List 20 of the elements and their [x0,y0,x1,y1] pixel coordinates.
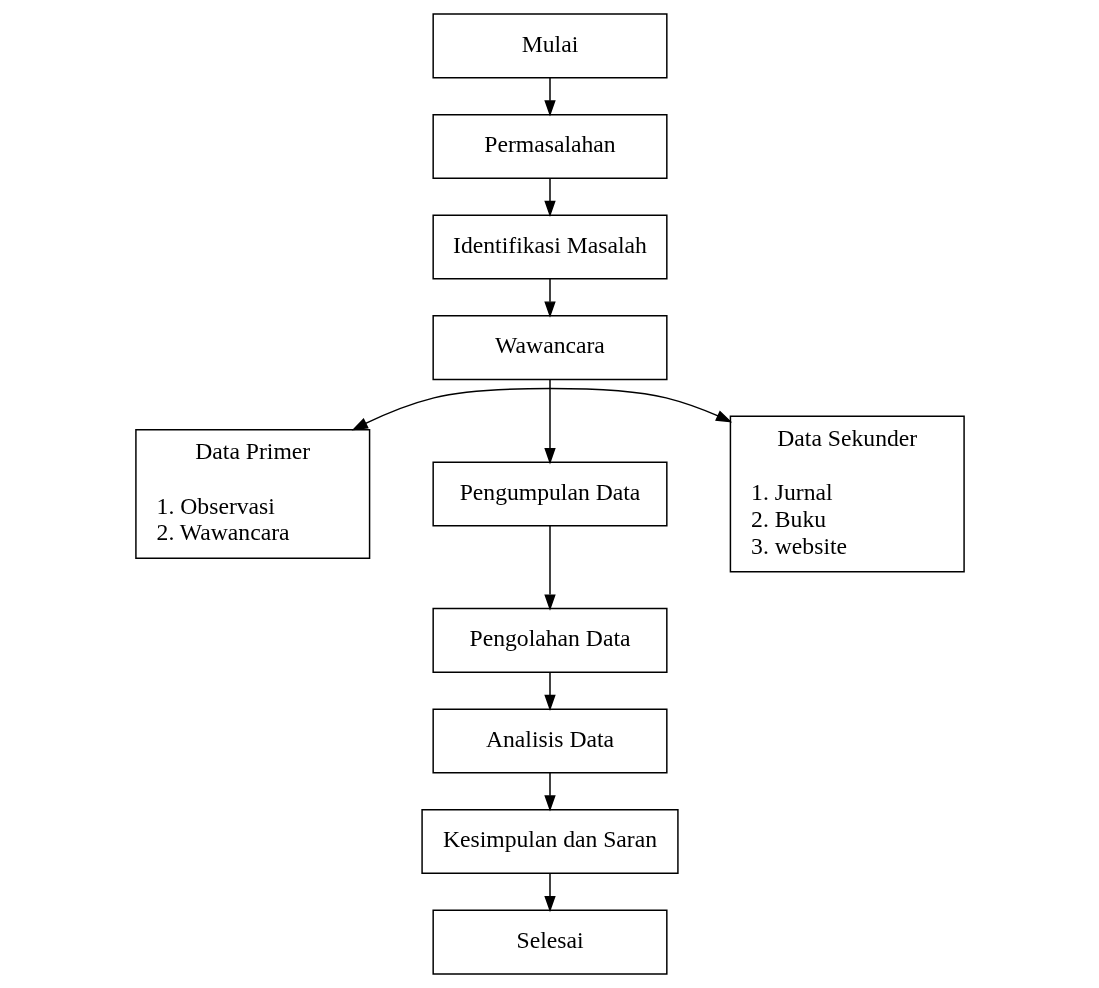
node-box: Selesai [431,909,668,975]
arrow [351,387,732,431]
node-box: Kesimpulan dan Saran [420,809,679,875]
node-box: Identifikasi Masalah [431,214,668,280]
node-box: Pengolahan Data [431,607,668,673]
arrow [543,378,556,465]
node-box: Wawancara [431,315,668,381]
arrow [543,278,556,318]
node-box: Pengumpulan Data [431,461,668,527]
arrow [543,177,556,218]
arrow [543,772,556,812]
arrow [543,671,556,712]
arrow [543,872,556,913]
node-box: Data Primer 1. Observasi 2. Wawancara [134,428,370,560]
node-box: Permasalahan [431,113,668,179]
arrow [543,525,556,611]
node-box: Analisis Data [431,708,668,774]
node-box: Mulai [431,13,668,79]
node-box: Data Sekunder 1. Jurnal 2. Buku 3. website [729,415,965,573]
arrow [543,77,556,117]
